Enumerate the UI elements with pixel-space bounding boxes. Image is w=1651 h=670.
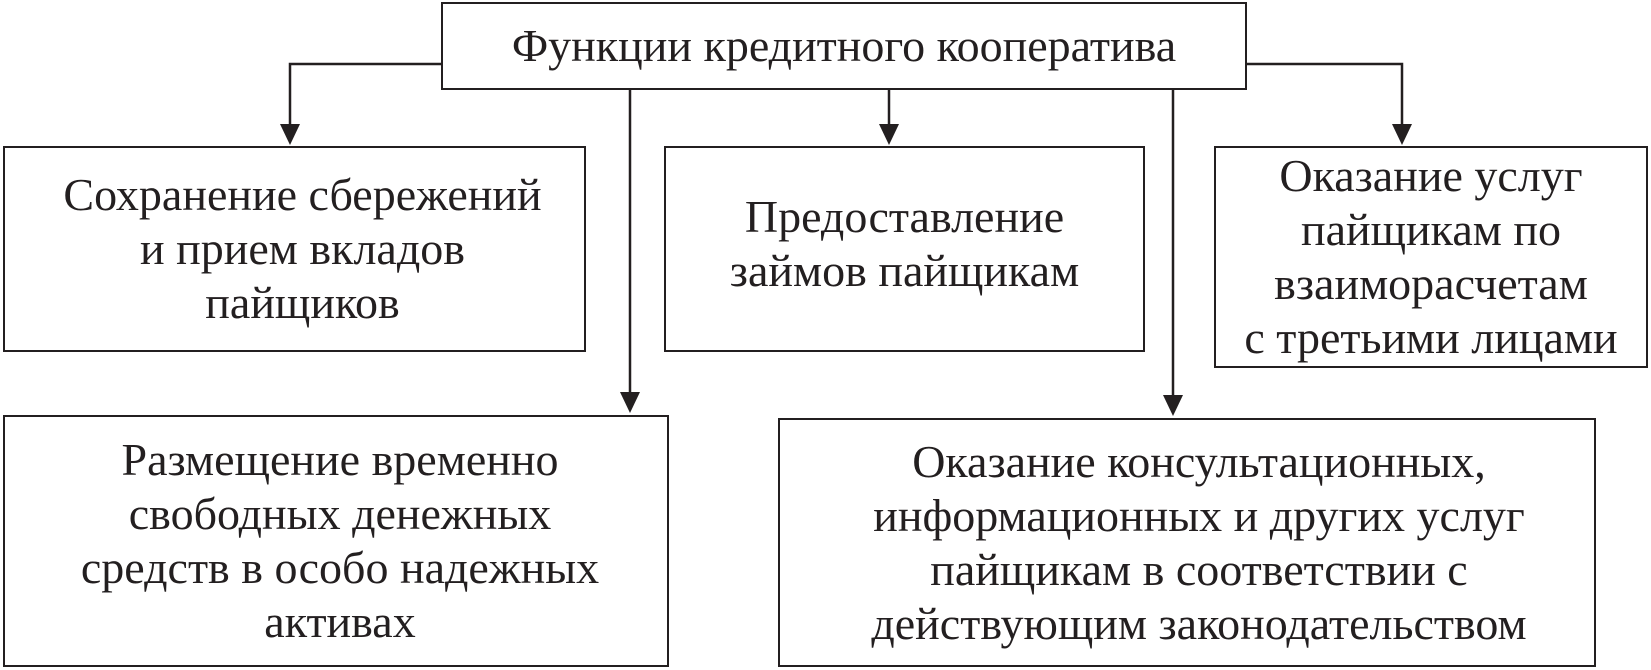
node-savings-label: Сохранение сбережений и прием вкладов па…: [63, 169, 542, 328]
root-node-box: Функции кредитного кооператива: [441, 2, 1247, 90]
arrowhead-consult-icon: [1163, 395, 1183, 416]
node-settlements-box: Оказание услуг пайщикам по взаиморасчета…: [1214, 146, 1648, 368]
arrowhead-placement-icon: [620, 392, 640, 413]
arrowhead-loans-icon: [879, 124, 899, 145]
arrowhead-savings-icon: [280, 124, 300, 145]
node-loans-label: Предоставление займов пайщикам: [729, 191, 1080, 296]
node-consulting-box: Оказание консультационных, информационны…: [778, 418, 1596, 667]
connector-root-to-settle: [1247, 62, 1404, 140]
arrowhead-settle-icon: [1392, 124, 1412, 145]
connector-root-to-savings: [288, 62, 441, 140]
node-loans-box: Предоставление займов пайщикам: [664, 146, 1145, 352]
node-consulting-label: Оказание консультационных, информационны…: [871, 435, 1527, 649]
node-placement-box: Размещение временно свободных денежных с…: [3, 415, 669, 667]
root-node-title: Функции кредитного кооператива: [511, 20, 1177, 71]
node-placement-label: Размещение временно свободных денежных с…: [80, 434, 600, 647]
node-savings-box: Сохранение сбережений и прием вкладов па…: [3, 146, 586, 352]
node-settlements-label: Оказание услуг пайщикам по взаиморасчета…: [1244, 150, 1618, 363]
